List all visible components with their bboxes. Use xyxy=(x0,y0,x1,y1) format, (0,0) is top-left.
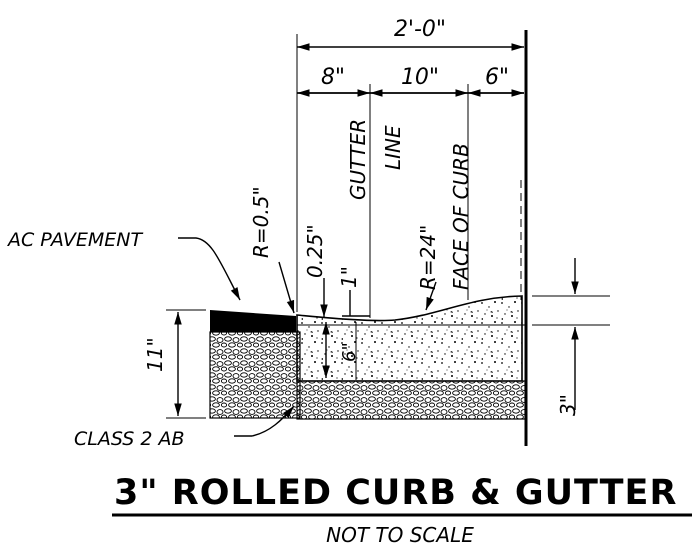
segment-dimension-3: 6" xyxy=(485,65,509,90)
aggregate-base-left xyxy=(209,331,301,419)
line-label: LINE xyxy=(381,125,405,170)
concrete-curb-gutter xyxy=(296,295,523,382)
radius-small-label: R=0.5" xyxy=(249,186,273,258)
ac-pavement-label: AC PAVEMENT xyxy=(6,229,143,251)
overall-dimension: 2'-0" xyxy=(394,17,446,42)
ac-pavement xyxy=(210,310,296,332)
depth-3-label: 3" xyxy=(556,394,580,416)
depth-6-label: 6" xyxy=(339,342,360,362)
scale-note: NOT TO SCALE xyxy=(326,523,474,547)
depth-11-label: 11" xyxy=(143,337,167,372)
aggregate-base-strip xyxy=(296,380,526,420)
drawing-title: 3" ROLLED CURB & GUTTER xyxy=(114,473,677,513)
radius-large-label: R=24" xyxy=(416,225,440,290)
segment-dimension-2: 10" xyxy=(401,65,439,90)
slope-label: 0.25" xyxy=(303,224,327,278)
one-inch-label: 1" xyxy=(337,266,361,288)
gutter-label: GUTTER xyxy=(346,119,370,200)
face-of-curb-label: FACE OF CURB xyxy=(449,143,473,290)
class2ab-label: CLASS 2 AB xyxy=(74,428,185,450)
segment-dimension-1: 8" xyxy=(321,65,345,90)
